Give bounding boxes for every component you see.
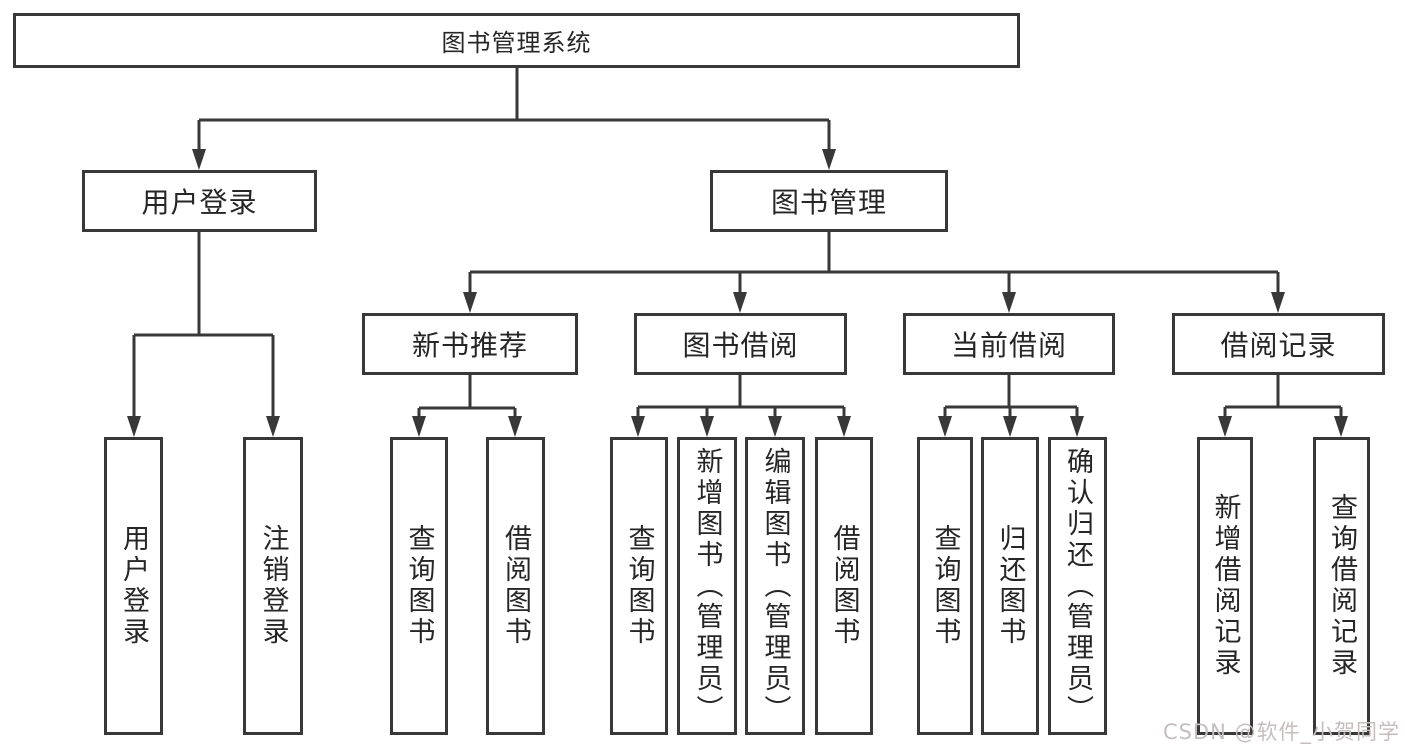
- leaf-query-borrow-record: 查询借阅记录: [1313, 437, 1370, 735]
- node-current-borrow: 当前借阅: [903, 313, 1115, 375]
- node-book-borrow-label: 图书借阅: [682, 329, 799, 362]
- node-borrow-record: 借阅记录: [1172, 313, 1385, 375]
- node-root-label: 图书管理系统: [441, 29, 592, 57]
- leaf-add-book: 新增图书（管理员）: [677, 437, 737, 735]
- leaf-query-book-3-label: 查询图书: [929, 524, 961, 648]
- leaf-return-book: 归还图书: [981, 437, 1039, 735]
- node-book-management: 图书管理: [710, 170, 948, 232]
- leaf-logout: 注销登录: [243, 437, 303, 735]
- leaf-add-borrow-record: 新增借阅记录: [1197, 437, 1253, 735]
- leaf-add-book-label: 新增图书（管理员）: [691, 446, 723, 726]
- node-new-book-recommend: 新书推荐: [362, 313, 578, 375]
- node-current-borrow-label: 当前借阅: [950, 329, 1067, 362]
- leaf-query-book-3: 查询图书: [917, 437, 973, 735]
- leaf-edit-book: 编辑图书（管理员）: [745, 437, 805, 735]
- leaf-confirm-return: 确认归还（管理员）: [1048, 437, 1107, 735]
- leaf-borrow-book-2: 借阅图书: [815, 437, 873, 735]
- leaf-logout-label: 注销登录: [257, 524, 289, 648]
- leaf-user-login-label: 用户登录: [118, 524, 149, 648]
- node-user-login-label: 用户登录: [141, 186, 258, 219]
- node-book-management-label: 图书管理: [770, 186, 887, 219]
- node-new-book-recommend-label: 新书推荐: [411, 329, 528, 362]
- leaf-borrow-book-1: 借阅图书: [486, 437, 545, 735]
- leaf-borrow-book-1-label: 借阅图书: [500, 524, 531, 648]
- node-root: 图书管理系统: [13, 13, 1020, 68]
- leaf-query-book-1: 查询图书: [390, 437, 448, 735]
- arrowheads: [127, 149, 1348, 437]
- leaf-query-book-2-label: 查询图书: [623, 524, 655, 648]
- leaf-confirm-return-label: 确认归还（管理员）: [1062, 446, 1093, 726]
- leaf-edit-book-label: 编辑图书（管理员）: [759, 446, 791, 726]
- leaf-return-book-label: 归还图书: [994, 524, 1026, 648]
- leaf-add-borrow-record-label: 新增借阅记录: [1209, 493, 1241, 679]
- leaf-query-borrow-record-label: 查询借阅记录: [1326, 493, 1357, 679]
- leaf-borrow-book-2-label: 借阅图书: [828, 524, 860, 648]
- csdn-watermark: CSDN @软件_小贺同学: [1162, 720, 1400, 744]
- connector-paths: [132, 68, 1343, 419]
- node-borrow-record-label: 借阅记录: [1220, 329, 1337, 362]
- node-book-borrow: 图书借阅: [634, 313, 847, 375]
- leaf-query-book-1-label: 查询图书: [403, 524, 435, 648]
- node-user-login: 用户登录: [82, 170, 317, 232]
- leaf-query-book-2: 查询图书: [610, 437, 668, 735]
- leaf-user-login: 用户登录: [104, 437, 163, 735]
